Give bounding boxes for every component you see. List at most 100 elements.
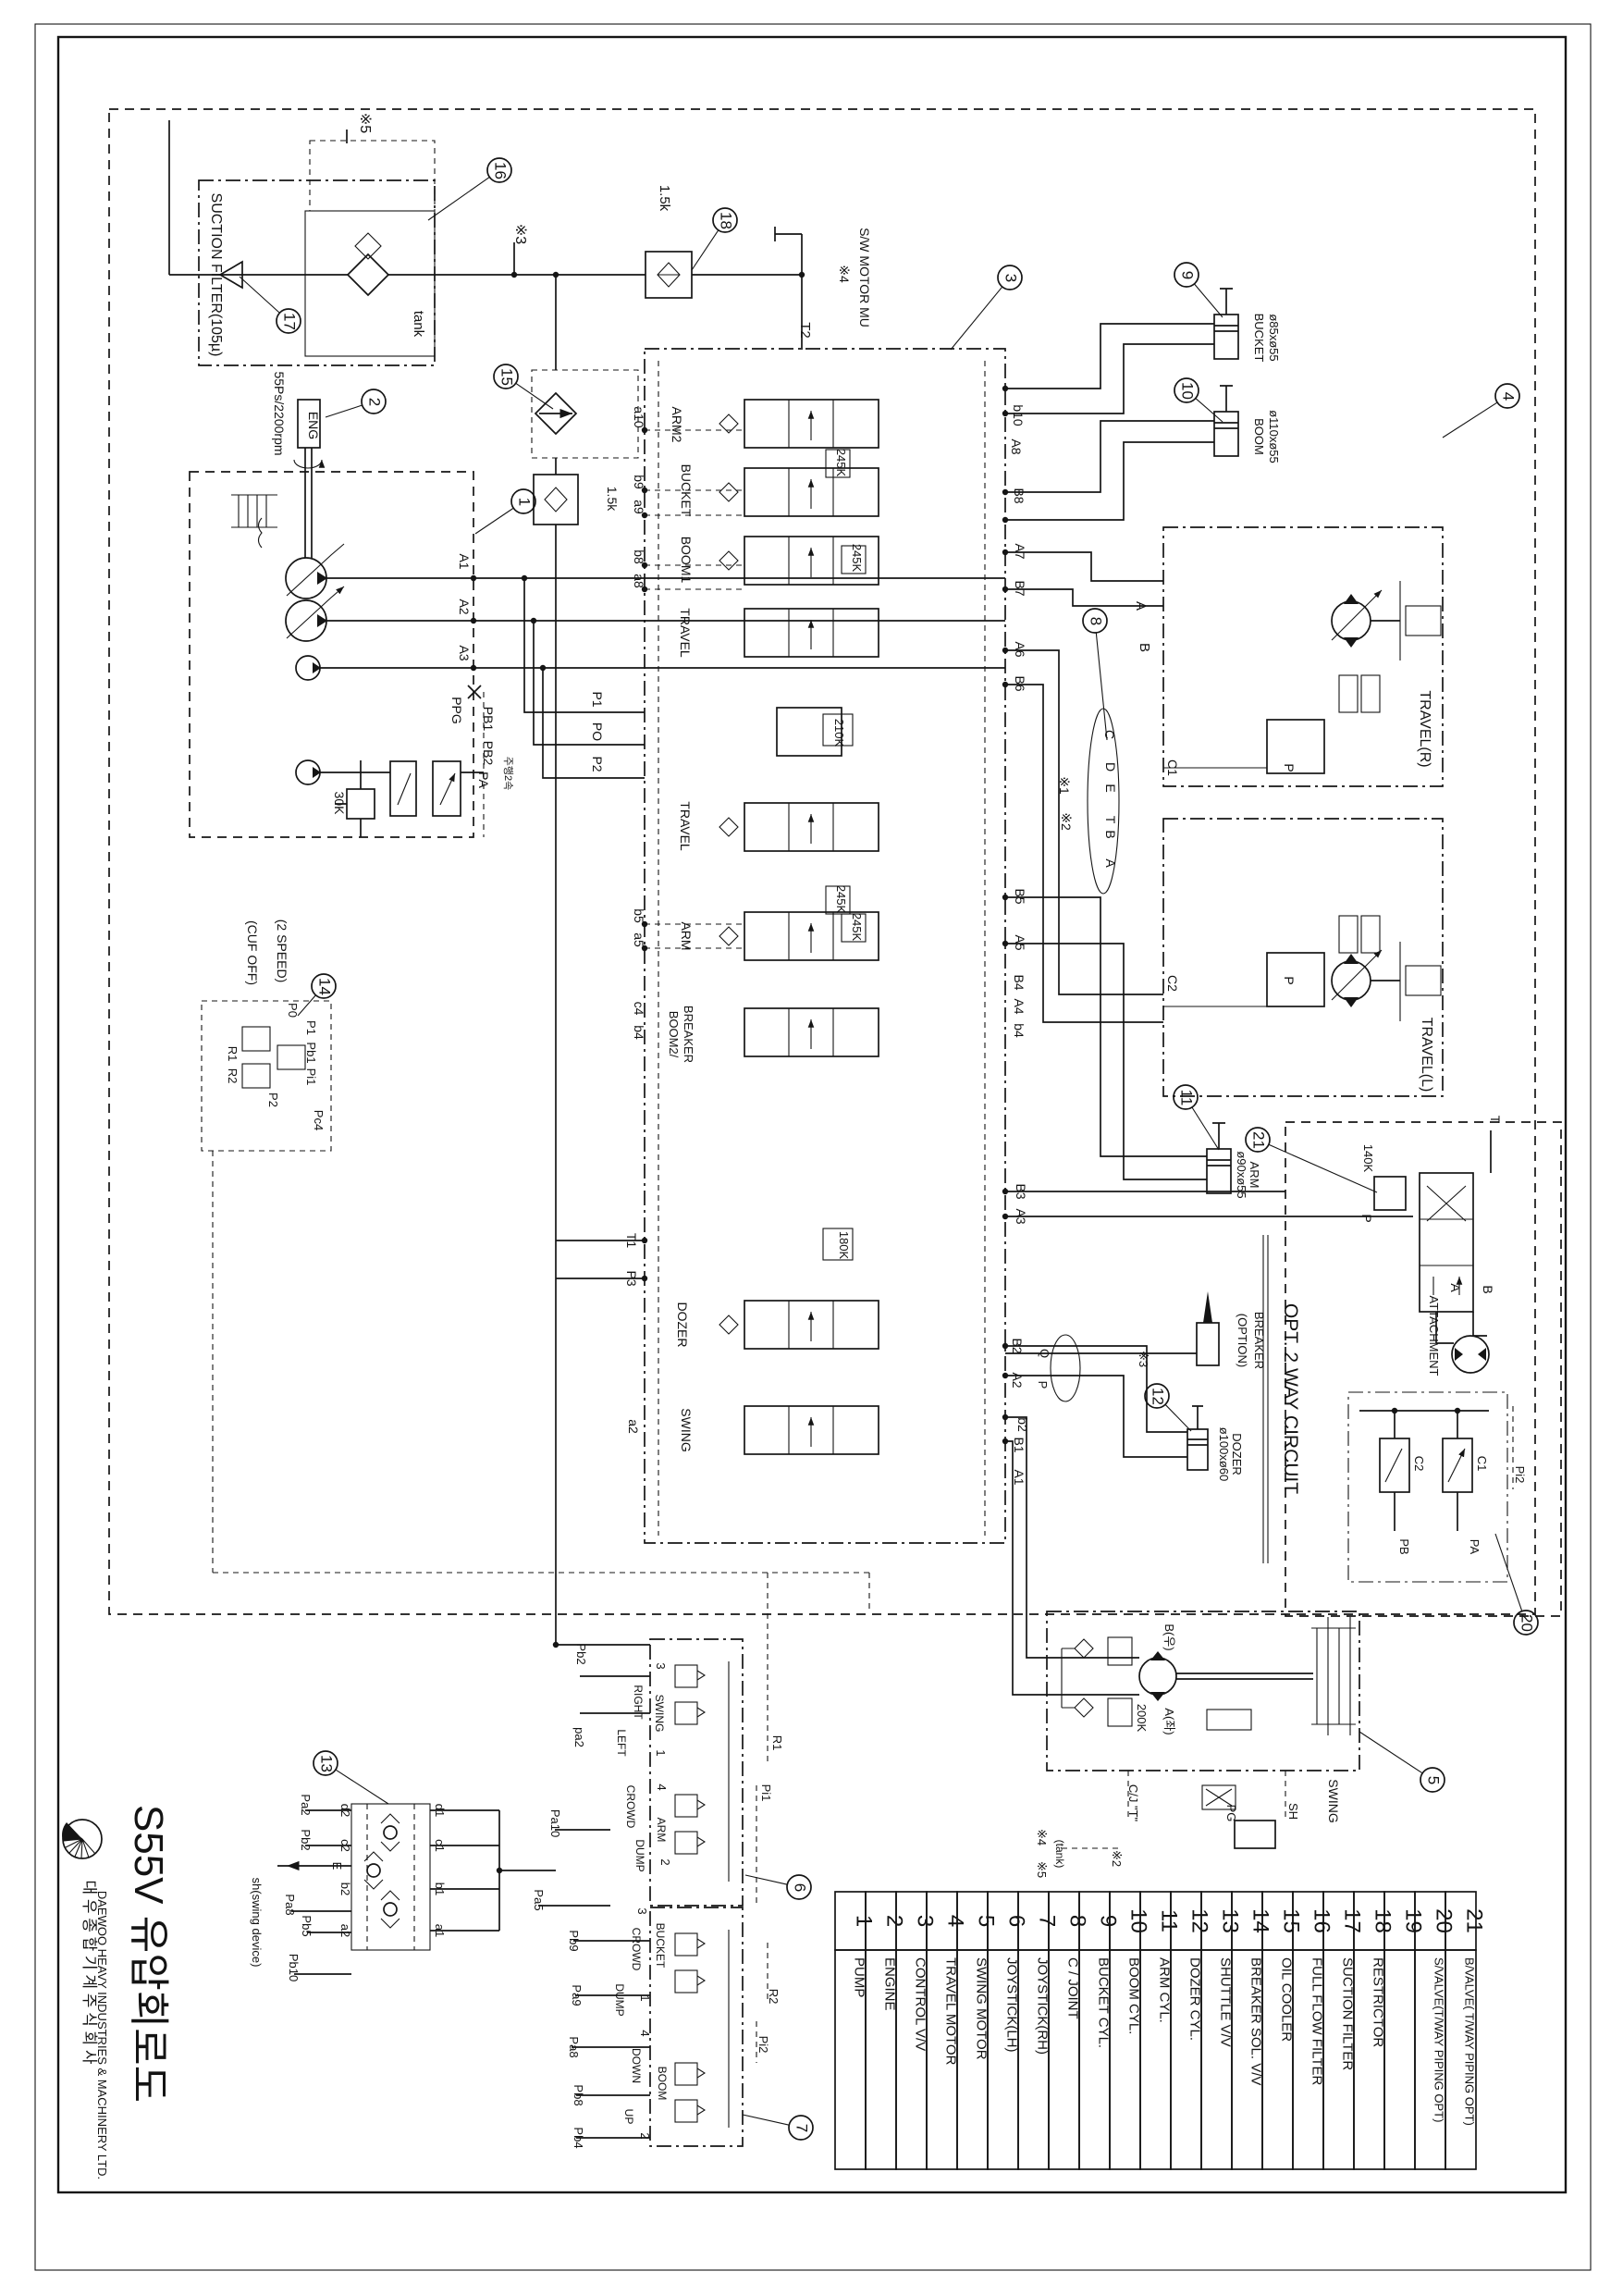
diagram-label: T1 bbox=[624, 1233, 639, 1249]
diagram-label: Pi1 bbox=[304, 1068, 318, 1086]
parts-table-row-8: 8C / JOINT bbox=[1048, 1891, 1090, 2170]
control-valve-block bbox=[644, 348, 1006, 1544]
diagram-label: A6 bbox=[1013, 641, 1027, 657]
diagram-label: sh(swing device) bbox=[250, 1878, 264, 1968]
diagram-label: b8 bbox=[632, 549, 646, 564]
diagram-label: b1 bbox=[433, 1882, 447, 1895]
diagram-label: PB2 bbox=[481, 741, 496, 766]
restrictor-18 bbox=[645, 251, 693, 299]
diagram-label: BOOM1 bbox=[679, 537, 694, 584]
diagram-label: a1 bbox=[433, 1924, 447, 1937]
diagram-label: Pb5 bbox=[300, 1915, 314, 1936]
qp-coupler bbox=[1050, 1334, 1081, 1402]
shuttle-valve-block bbox=[350, 1803, 431, 1951]
diagram-label: 주행2속 bbox=[502, 757, 514, 790]
diagram-label: PB bbox=[1397, 1538, 1411, 1554]
diagram-label: a10 bbox=[632, 406, 646, 428]
diagram-label: A bbox=[1448, 1283, 1463, 1292]
part-name: SHUTTLE V/V bbox=[1218, 1957, 1234, 2047]
diagram-label: P bbox=[1036, 1381, 1050, 1389]
parts-table-row-19: 19 bbox=[1383, 1891, 1426, 2170]
diagram-label: B bbox=[1137, 643, 1152, 652]
diagram-label: P2 bbox=[590, 756, 605, 772]
relief-valve-30k bbox=[346, 788, 375, 820]
diagram-label: ARM bbox=[679, 921, 694, 950]
diagram-label: BOOM2/ bbox=[667, 1011, 681, 1058]
callout-number: 17 bbox=[281, 313, 299, 330]
diagram-label: ※4 bbox=[837, 265, 852, 283]
diagram-label: DOZER bbox=[1230, 1433, 1244, 1475]
diagram-label: TRAVEL bbox=[678, 608, 693, 658]
callout-5: 5 bbox=[1359, 1731, 1445, 1793]
diagram-label: 245K bbox=[850, 913, 864, 942]
diagram-label: 1 bbox=[638, 1994, 652, 2001]
part-name: FULL FLOW FILTER bbox=[1309, 1957, 1325, 2086]
diagram-label: P1 bbox=[590, 691, 605, 707]
parts-table-row-20: 20S/VALVE(T/WAY PIPING OPT) bbox=[1414, 1891, 1457, 2170]
diagram-label: B2 bbox=[1010, 1338, 1025, 1353]
diagram-label: P0 bbox=[286, 1003, 300, 1018]
diagram-label: R2 bbox=[767, 1989, 781, 2005]
diagram-label: DUMP bbox=[633, 1839, 646, 1871]
callout-number: 4 bbox=[1500, 392, 1518, 401]
diagram-label: TRAVEL(L) bbox=[1419, 1018, 1434, 1092]
diagram-label: C1 bbox=[1165, 759, 1180, 776]
diagram-label: Pb4 bbox=[572, 2127, 585, 2148]
diagram-label: ARM bbox=[1248, 1162, 1261, 1189]
parts-table-row-21: 21B/VALVE( T/WAY PIPING OPT) bbox=[1445, 1891, 1487, 2170]
callout-13: 13 bbox=[313, 1750, 389, 1805]
part-number: 21 bbox=[1462, 1908, 1487, 1933]
diagram-label: E bbox=[1103, 784, 1118, 792]
diagram-label: BOOM bbox=[1252, 418, 1266, 455]
diagram-label: P bbox=[1359, 1214, 1374, 1222]
boom-cylinder bbox=[1213, 385, 1239, 457]
diagram-label: PA bbox=[1468, 1539, 1482, 1555]
joystick-lh bbox=[649, 1638, 744, 1907]
part-number: 13 bbox=[1218, 1908, 1243, 1933]
attachment-motor bbox=[1451, 1335, 1490, 1374]
part-name: SWING MOTOR bbox=[974, 1957, 990, 2060]
diagram-label: C bbox=[1102, 730, 1117, 739]
diagram-label: b4 bbox=[632, 1025, 646, 1040]
dozer-cylinder bbox=[1187, 1405, 1209, 1471]
callout-14: 14 bbox=[297, 973, 337, 1017]
part-name: ARM CYL. bbox=[1157, 1957, 1173, 2023]
diagram-label: A5 bbox=[1013, 934, 1027, 950]
diagram-label: A1 bbox=[457, 553, 472, 569]
part-number: 5 bbox=[974, 1915, 999, 1927]
diagram-label: Pb8 bbox=[572, 2084, 585, 2105]
diagram-label: 55Ps/2200rpm bbox=[272, 371, 287, 455]
diagram-label: a8 bbox=[632, 574, 646, 588]
diagram-label: Pb9 bbox=[567, 1930, 581, 1951]
restrictor-1-5k bbox=[533, 474, 579, 525]
diagram-label: A3 bbox=[457, 645, 472, 660]
company-name-english: DAEWOO HEAVY INDUSTRIES & MACHINERY LTD. bbox=[95, 1891, 109, 2179]
diagram-label: 1.5k bbox=[605, 487, 620, 512]
diagram-label: Pa8 bbox=[283, 1894, 297, 1915]
diagram-label: Pa8 bbox=[567, 2036, 581, 2057]
callout-6: 6 bbox=[744, 1874, 812, 1900]
diagram-label: d2 bbox=[338, 1804, 352, 1817]
diagram-label: 245K bbox=[834, 449, 848, 477]
diagram-label: C1 bbox=[1475, 1456, 1489, 1472]
oil-cooler-15 bbox=[531, 369, 639, 459]
part-number: 7 bbox=[1035, 1915, 1060, 1927]
diagram-label: S/W MOTOR MU bbox=[857, 228, 872, 327]
part-number: 6 bbox=[1004, 1915, 1029, 1927]
diagram-label: SUCTION FILTER(105µ) bbox=[208, 193, 224, 357]
diagram-label: A2 bbox=[1010, 1372, 1025, 1388]
diagram-label: R1 bbox=[226, 1046, 240, 1062]
diagram-label: (CUF OFF) bbox=[245, 920, 260, 985]
spring-icon bbox=[257, 517, 263, 549]
